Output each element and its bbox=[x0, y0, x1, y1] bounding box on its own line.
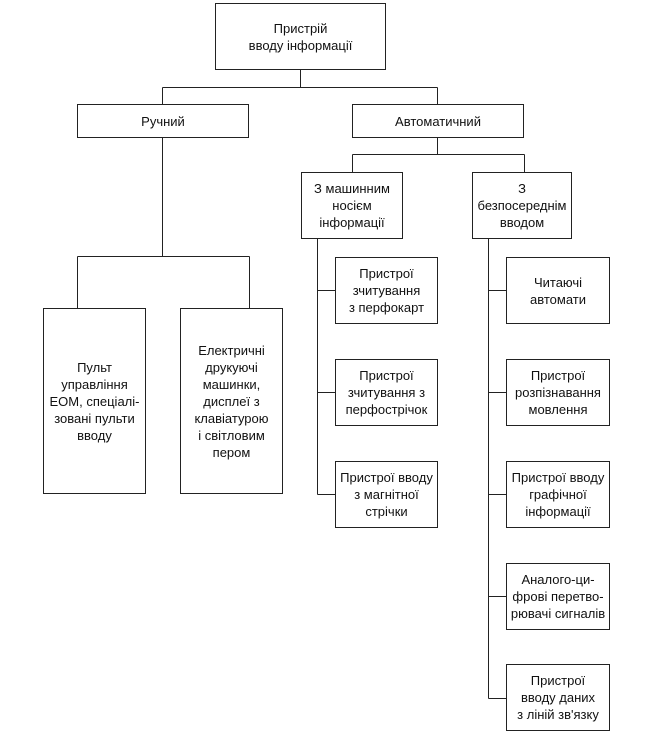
direct-input-child-node: Пристрої розпізнавання мовлення bbox=[506, 359, 610, 426]
direct-input-child-node: Аналого-ци- фрові перетво- рювачі сигнал… bbox=[506, 563, 610, 630]
connector-manual bbox=[77, 138, 250, 308]
machine-media-child-node: Пристрої зчитування з перфострічок bbox=[335, 359, 438, 426]
machine-media-node: З машинним носієм інформації bbox=[301, 172, 403, 239]
direct-input-child-node: Читаючі автомати bbox=[506, 257, 610, 324]
connector-direct-input bbox=[488, 239, 506, 699]
connector-root bbox=[162, 70, 438, 104]
automatic-node: Автоматичний bbox=[352, 104, 524, 138]
connector-automatic bbox=[352, 138, 525, 172]
direct-input-child-node: Пристрої вводу графічної інформації bbox=[506, 461, 610, 528]
manual-node: Ручний bbox=[77, 104, 249, 138]
manual-child-node: Пульт управління ЕОМ, спеціалі- зовані п… bbox=[43, 308, 146, 494]
manual-child-node: Електричні друкуючі машинки, дисплеї з к… bbox=[180, 308, 283, 494]
machine-media-child-node: Пристрої вводу з магнітної стрічки bbox=[335, 461, 438, 528]
machine-media-child-node: Пристрої зчитування з перфокарт bbox=[335, 257, 438, 324]
root-node: Пристрій вводу інформації bbox=[215, 3, 386, 70]
direct-input-child-node: Пристрої вводу даних з ліній зв'язку bbox=[506, 664, 610, 731]
direct-input-node: З безпосереднім вводом bbox=[472, 172, 572, 239]
connector-machine-media bbox=[317, 239, 335, 495]
